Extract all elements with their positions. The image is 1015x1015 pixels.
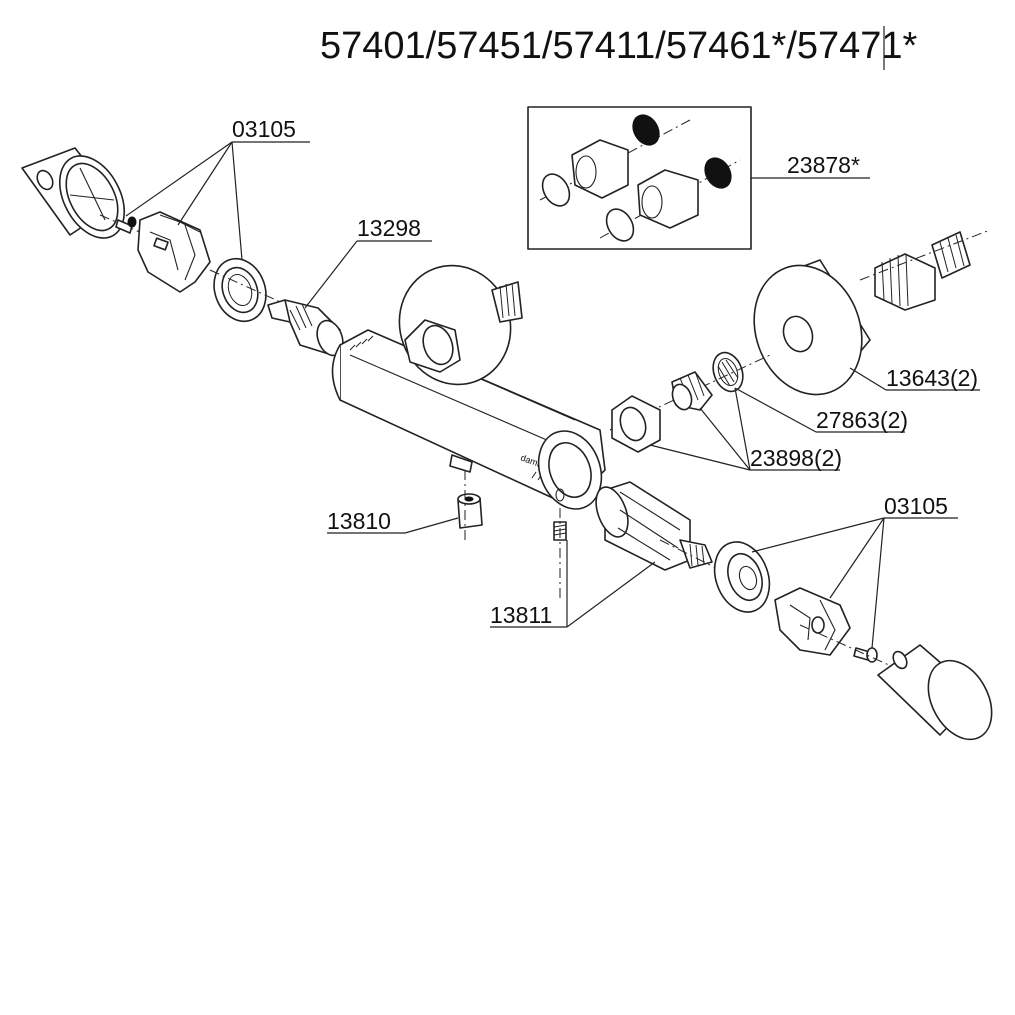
- part-qty: (2): [950, 365, 978, 391]
- right-knob-cap: [877, 644, 993, 741]
- right-adapter-sleeve: [774, 587, 851, 656]
- mixer-body: damixa: [331, 329, 606, 510]
- leader-lines: [125, 141, 980, 649]
- upper-cover-and-nut: [398, 264, 523, 386]
- thermostatic-cartridge-part: [595, 481, 713, 571]
- part-label-knob-set-right: 03105: [884, 493, 948, 519]
- left-adapter-sleeve: [137, 211, 211, 293]
- part-number: 23898: [750, 445, 814, 471]
- part-label-filter-screen: 27863(2): [816, 407, 908, 433]
- part-label-knob-set-left: 03105: [232, 116, 296, 142]
- eccentric-connector: [874, 231, 971, 311]
- hex-nut-part: [611, 395, 661, 453]
- connector-set-inset: [527, 106, 752, 250]
- left-rosette-nut: [213, 257, 267, 323]
- filter-screen-part: [712, 351, 744, 393]
- part-label-eccentric-set: 23898(2): [750, 445, 842, 471]
- model-numbers-title: 57401/57451/57411/57461*/57471*: [320, 25, 918, 67]
- part-label-outlet-adapter: 13810: [327, 508, 391, 534]
- left-knob-screw: [115, 216, 137, 234]
- right-rosette: [713, 541, 771, 613]
- part-label-thermo-cartridge: 13811: [490, 602, 552, 628]
- cover-plate-part: [753, 259, 871, 396]
- outlet-adapter-part: [457, 493, 483, 529]
- axis-line: [659, 539, 761, 591]
- axis-line: [859, 229, 991, 281]
- part-number: 27863: [816, 407, 880, 433]
- part-number: 13643: [886, 365, 950, 391]
- part-label-cover-plate: 13643(2): [886, 365, 978, 391]
- part-qty: (2): [814, 445, 842, 471]
- check-valve-part: [671, 371, 713, 411]
- axis-line: [799, 624, 901, 671]
- left-knob-cap: [21, 147, 126, 239]
- part-qty: (2): [880, 407, 908, 433]
- check-cartridge-part: [267, 299, 344, 357]
- right-knob-screw: [853, 647, 878, 663]
- part-label-check-cartridge: 13298: [357, 215, 421, 241]
- part-label-connector-set: 23878*: [787, 152, 860, 178]
